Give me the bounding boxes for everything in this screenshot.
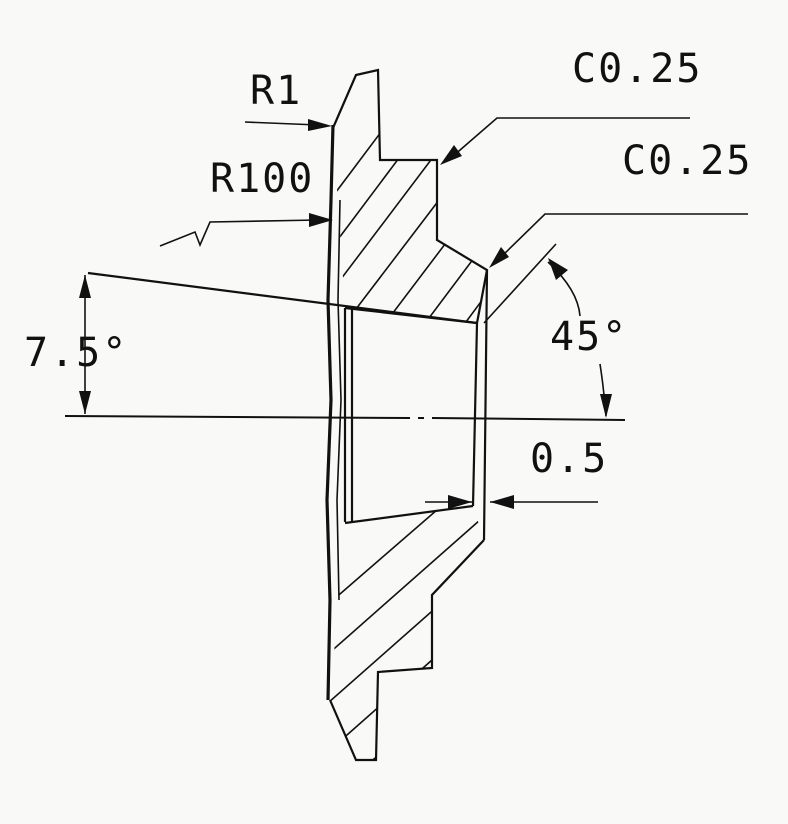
chamfer-top-annotation: C0.25 (440, 46, 702, 165)
r100-label: R100 (210, 156, 314, 202)
r1-arrow-icon (308, 119, 332, 131)
centerline (64, 415, 626, 421)
bore-right-line-2 (482, 269, 489, 541)
upper-flange-outline (331, 68, 489, 324)
bore-right-line (471, 322, 479, 507)
chamfer-top-label: C0.25 (572, 46, 702, 92)
r1-leader-line (244, 121, 319, 126)
chamfer-angle-dimension: 45° (483, 243, 628, 418)
lower-flange-outline (328, 539, 485, 762)
angle-arrow-upper-icon (548, 258, 568, 280)
lower-section-hatch (330, 506, 484, 760)
r100-annotation: R100 (159, 156, 333, 248)
gap-arrow-left-icon (448, 495, 472, 509)
chamfer-angle-label: 45° (550, 314, 628, 360)
left-face-line (325, 124, 335, 701)
arrow-up-icon (79, 275, 91, 298)
left-face-inner-line (336, 199, 342, 601)
angle-arrow-lower-icon (600, 394, 612, 418)
cone-angle-dimension: 7.5° (24, 271, 478, 414)
arrow-down-icon (79, 391, 91, 414)
r1-annotation: R1 (244, 68, 332, 131)
chamfer-mid-arrow-icon (489, 247, 509, 268)
cone-extension-line (87, 271, 478, 325)
gap-label: 0.5 (530, 436, 608, 482)
r1-label: R1 (250, 68, 302, 114)
chamfer-mid-label: C0.25 (622, 138, 752, 184)
r100-arrow-icon (309, 213, 333, 227)
chamfer-mid-leader-line (499, 213, 748, 259)
chamfer-extension-line (483, 243, 557, 324)
r100-leader-line (159, 219, 319, 248)
gap-arrow-right-icon (490, 495, 514, 509)
gap-dimension: 0.5 (425, 436, 608, 509)
chamfer-top-arrow-icon (440, 145, 462, 165)
chamfer-top-leader-line (451, 117, 690, 158)
cone-angle-label: 7.5° (24, 330, 128, 376)
chamfer-mid-annotation: C0.25 (489, 138, 752, 268)
bore-bottom-edge (344, 504, 474, 525)
part-outline (325, 68, 489, 762)
